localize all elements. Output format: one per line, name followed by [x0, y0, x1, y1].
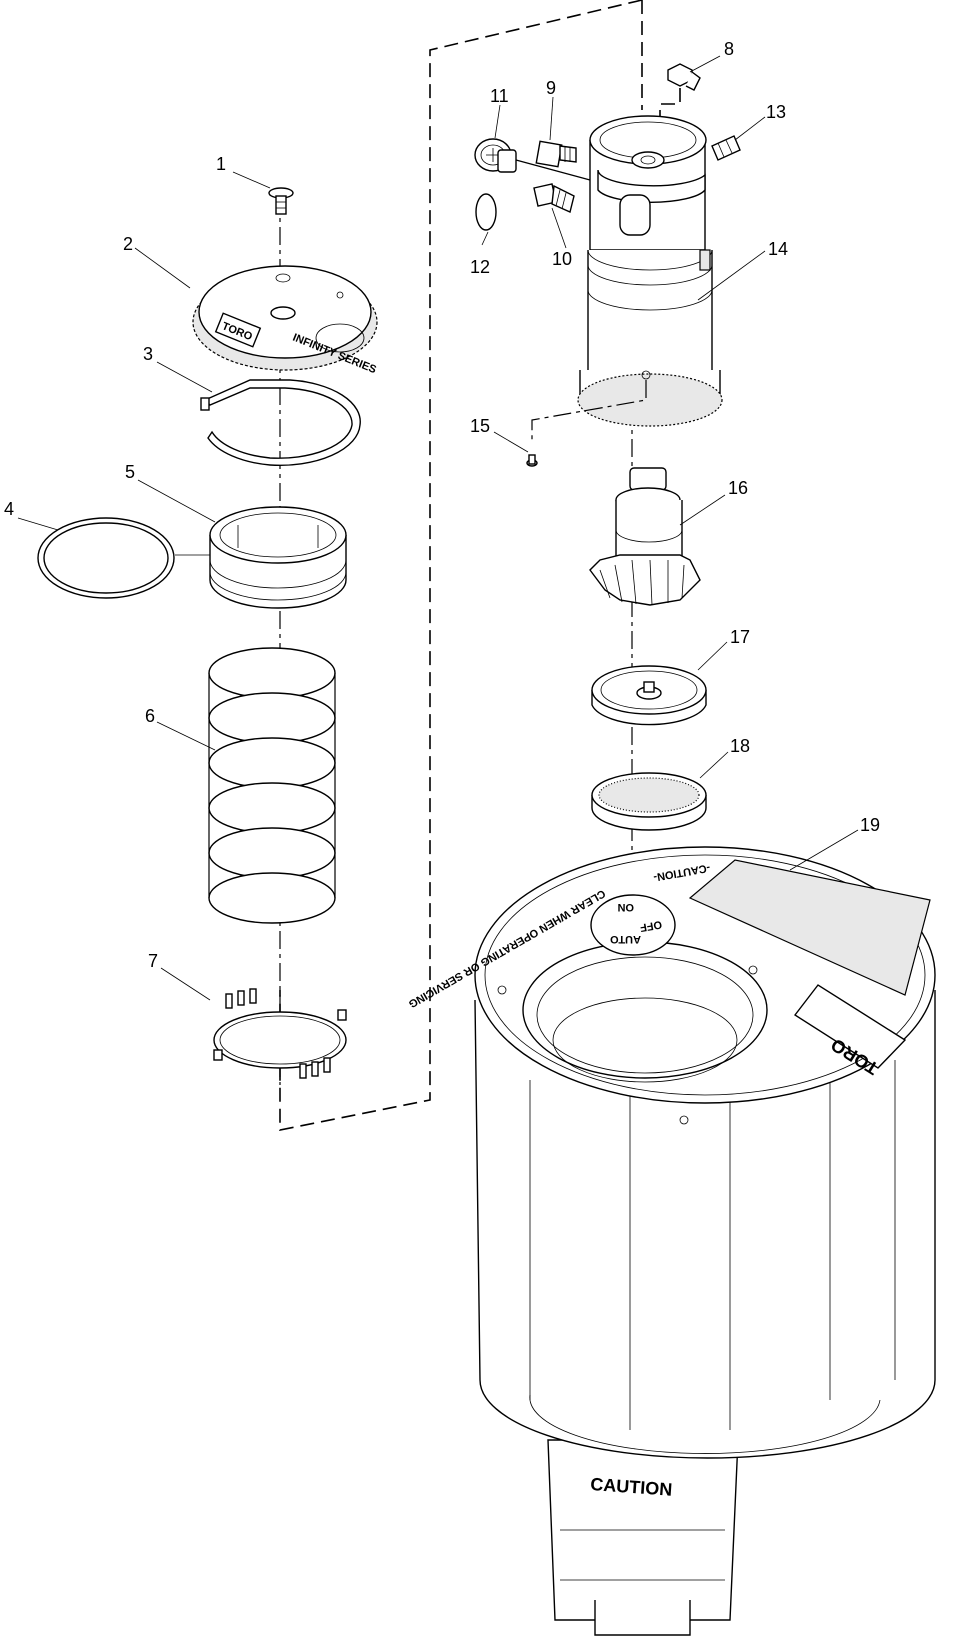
callout-6: 6 [145, 706, 155, 726]
callout-16: 16 [728, 478, 748, 498]
dial-off-label: OFF [639, 918, 663, 934]
part-14-riser-assembly [531, 115, 723, 440]
callout-4: 4 [4, 499, 14, 519]
callout-3: 3 [143, 344, 153, 364]
callout-7: 7 [148, 951, 158, 971]
part-3-snap-ring [200, 379, 361, 467]
callout-17: 17 [730, 627, 750, 647]
callout-12: 12 [470, 257, 490, 277]
part-11-plug [474, 138, 591, 181]
callout-18: 18 [730, 736, 750, 756]
dial-auto-label: AUTO [610, 933, 641, 945]
assembly-boundary-line [279, 0, 643, 1131]
part-17-stator [591, 665, 707, 726]
part-12-small-o-ring [475, 193, 497, 231]
part-9-nozzle [535, 140, 577, 168]
callout-19: 19 [860, 815, 880, 835]
part-1-screw [268, 187, 294, 215]
callout-2: 2 [123, 234, 133, 254]
callout-8: 8 [724, 39, 734, 59]
part-4-o-ring [37, 517, 210, 599]
part-6-spring [208, 647, 336, 924]
callout-5: 5 [125, 462, 135, 482]
part-13-nozzle-plug [711, 135, 741, 161]
part-10-nozzle [533, 183, 575, 213]
callout-15: 15 [470, 416, 490, 436]
callout-9: 9 [546, 78, 556, 98]
part-7-retainer [213, 988, 347, 1079]
part-5-bearing-housing [209, 506, 347, 609]
part-19-body: CAUTION ON AUTO OFF TORO -CAUTION- CLEAR… [406, 846, 936, 1636]
callout-13: 13 [766, 102, 786, 122]
part-2-gear-cap: TORO INFINITY SERIES [192, 265, 378, 376]
callout-14: 14 [768, 239, 788, 259]
callout-11: 11 [490, 86, 509, 106]
part-18-screen [591, 772, 707, 831]
callout-1: 1 [216, 154, 226, 174]
dial-on-label: ON [617, 901, 634, 913]
part-15-small-screw [526, 454, 538, 467]
part-8-valve-screw [659, 63, 701, 125]
part-16-drive-assembly [589, 467, 701, 606]
callout-numbers: 1 2 3 4 5 6 7 8 9 10 11 12 13 14 15 16 1… [4, 39, 880, 971]
leader-lines [17, 55, 859, 1001]
callout-10: 10 [552, 249, 572, 269]
